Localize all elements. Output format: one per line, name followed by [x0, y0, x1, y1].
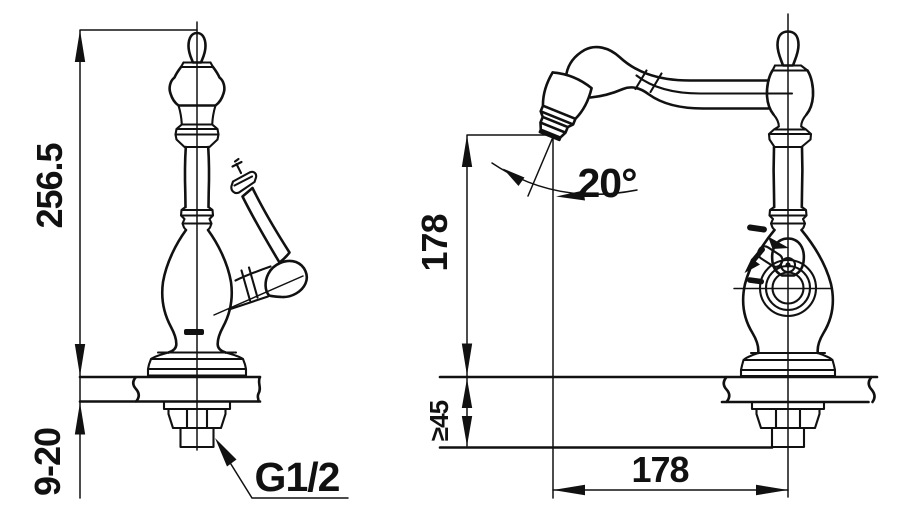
- front-shank: [162, 400, 232, 449]
- leader-line-thread: [228, 460, 349, 499]
- spout-outline: [565, 45, 770, 110]
- side-collar-rings: [768, 205, 808, 232]
- angle-arc-arrows: [503, 168, 585, 201]
- handle-rotation-arrows: [744, 224, 789, 285]
- dim-inlet-thread: G1/2: [255, 454, 340, 500]
- dim-min-clearance: ≥45: [424, 400, 454, 441]
- handle-grip: [241, 186, 291, 264]
- dim-spout-angle: 20°: [577, 160, 636, 206]
- handle-cap: [230, 170, 258, 195]
- side-view: [438, 13, 879, 498]
- dim-arrows-spout-height: [461, 135, 473, 446]
- front-shank-thread: [179, 426, 215, 449]
- leader-arrow-thread: [215, 438, 237, 467]
- rotation-arrowhead-right: [768, 236, 789, 249]
- front-finial: [187, 31, 207, 64]
- rotation-mark-bottom: [747, 277, 765, 285]
- spout-nozzle-outline: [538, 71, 593, 142]
- handle-dome-side: [770, 237, 806, 277]
- front-finial-collar: [179, 61, 215, 69]
- rotation-mark-top: [747, 224, 767, 233]
- dim-spout-reach: 178: [631, 449, 688, 490]
- spout-joint-ticks: [634, 69, 663, 94]
- rotation-arrow-shaft: [750, 247, 765, 264]
- front-handle: [213, 157, 309, 316]
- handle-bonnet-cone: [227, 265, 272, 311]
- dim-overall-height: 256.5: [29, 142, 70, 228]
- side-shank-nut: [755, 407, 821, 430]
- rotation-arrowhead-down: [744, 258, 760, 273]
- side-base: [739, 351, 837, 378]
- front-deck: [78, 375, 262, 403]
- handle-circle-outer: [758, 258, 818, 318]
- front-shank-nut: [167, 407, 227, 430]
- dim-line-spout-height: [466, 134, 554, 447]
- side-deck: [438, 375, 879, 449]
- handle-cartridge-dot: [785, 262, 791, 268]
- side-column: [772, 145, 804, 209]
- handle-pin: [231, 157, 243, 175]
- side-shank: [750, 400, 826, 449]
- front-body-vase: [160, 228, 234, 354]
- front-collar-rings: [179, 205, 215, 232]
- front-base: [146, 351, 248, 377]
- dim-spout-height: 178: [414, 214, 455, 271]
- side-bonnet: [765, 69, 815, 116]
- side-neck-rings: [767, 113, 813, 149]
- side-shank-thread: [770, 426, 806, 449]
- front-neck: [177, 104, 217, 126]
- front-bonnet: [168, 65, 226, 107]
- front-view: [78, 21, 309, 451]
- angle-reference-lines: [527, 134, 554, 499]
- dim-deck-thickness: 9-20: [27, 428, 68, 496]
- side-finial: [776, 30, 800, 67]
- side-spout: [538, 45, 794, 142]
- front-flange-rings: [174, 123, 220, 149]
- spout-nozzle: [538, 71, 593, 142]
- dim-arrows-left: [74, 30, 86, 435]
- handle-dome: [264, 259, 309, 299]
- brand-mark: [184, 329, 204, 335]
- side-finial-collar: [771, 64, 809, 72]
- front-column: [183, 145, 211, 209]
- side-handle: [744, 224, 818, 318]
- dimension-annotations: 256.5 9-20 G1/2 178 ≥45 20° 178: [27, 29, 789, 500]
